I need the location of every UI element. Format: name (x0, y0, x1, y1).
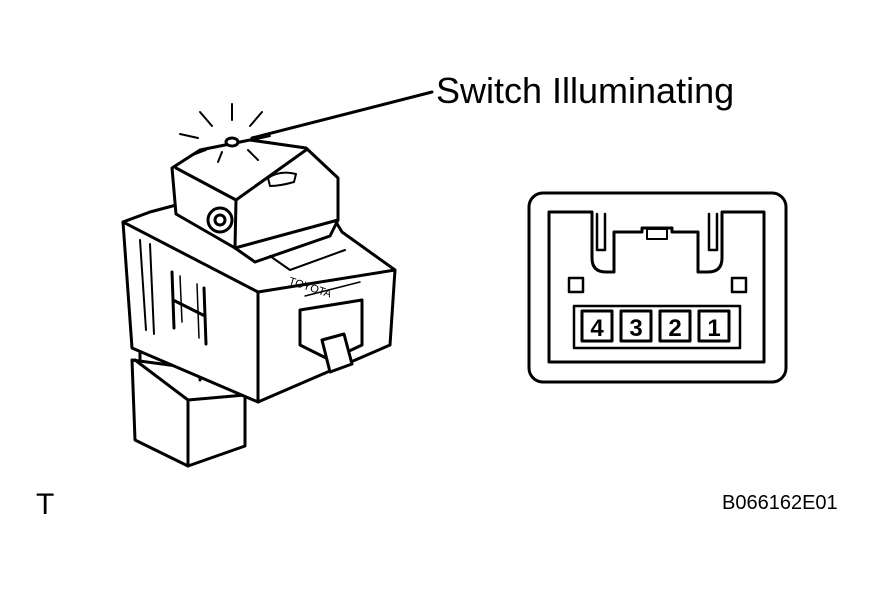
callout-label: Switch Illuminating (436, 70, 735, 111)
corner-letter: T (36, 488, 55, 521)
pin-label-1: 1 (707, 315, 720, 342)
indicator-lamp (224, 136, 240, 148)
figure-code: B066162E01 (722, 492, 838, 514)
pin-label-2: 2 (668, 315, 681, 342)
callout-leader (250, 90, 434, 140)
pin-label-3: 3 (629, 315, 642, 342)
h-marking (170, 270, 208, 346)
light-rays (179, 103, 271, 163)
connector-face: 4 3 2 1 (527, 191, 788, 384)
pin-3 (619, 309, 653, 343)
pin-4 (580, 309, 614, 343)
pin-label-4: 4 (590, 315, 604, 342)
switch-illustration: TOYOTA (121, 103, 397, 468)
pin-2 (658, 309, 692, 343)
pin-1 (697, 309, 731, 343)
